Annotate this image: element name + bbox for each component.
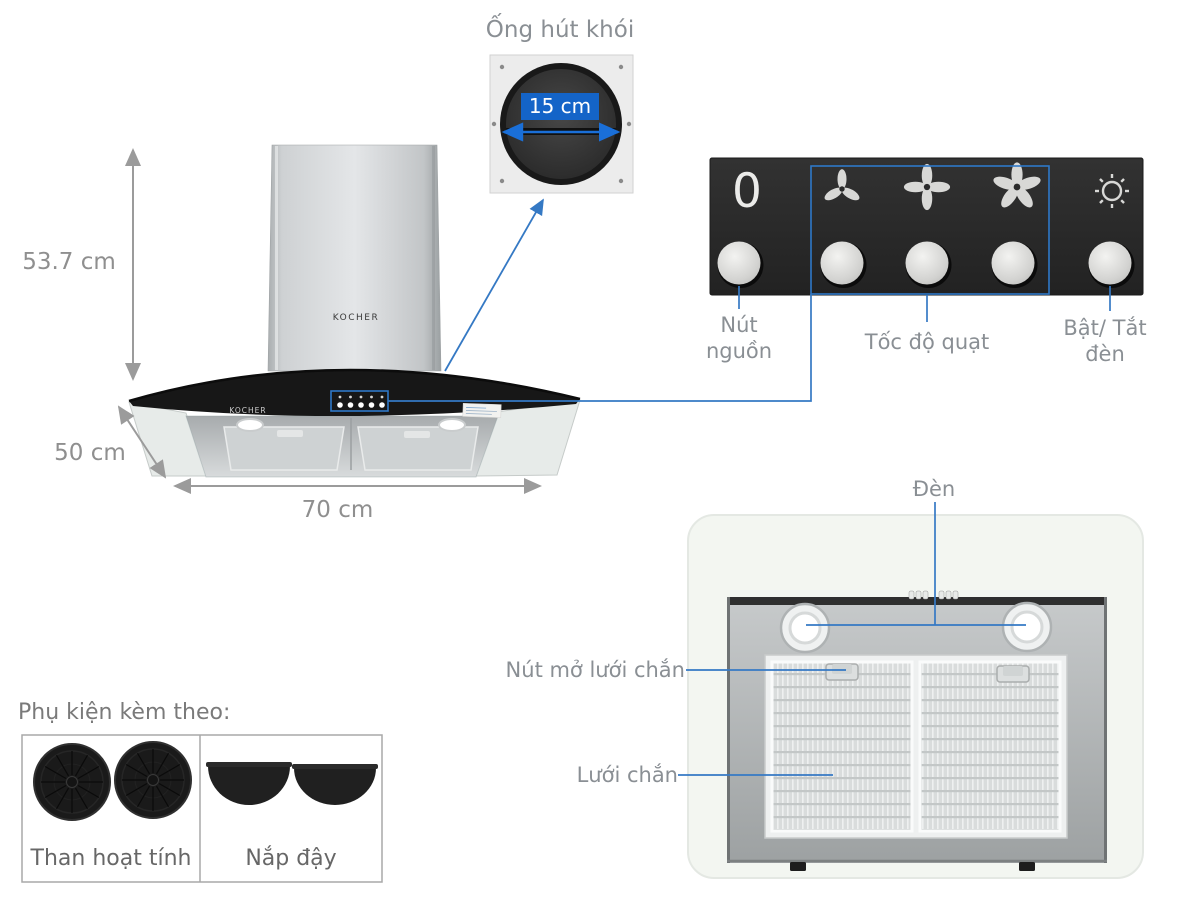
light-button-label: Bật/ Tắt đèn — [1063, 316, 1147, 367]
chimney-shade — [432, 146, 435, 370]
panel-buttons — [717, 241, 1135, 288]
fan-speed-2-icon — [903, 163, 951, 211]
filter-label: Lưới chắn — [576, 763, 678, 787]
range-hood-front-view: KOCHER KOCHER — [128, 144, 581, 478]
control-panel-closeup: 0 — [388, 157, 1144, 402]
fan-speed-1-button — [820, 241, 864, 285]
grease-filter-left — [223, 426, 345, 471]
filter-release-label: Nút mở lưới chắn — [505, 658, 685, 682]
lamp-right — [1001, 601, 1053, 653]
light-icon — [1095, 174, 1129, 208]
panel-edge-left — [727, 597, 730, 863]
brand-logo-chimney: KOCHER — [333, 313, 380, 323]
foot-right — [1019, 862, 1035, 871]
depth-dimension-label: 50 cm — [54, 440, 126, 466]
fan-speed-3-icon — [993, 162, 1041, 208]
dimension-arrows — [117, 148, 542, 494]
glass-top-edge — [128, 368, 581, 403]
power-off-symbol: 0 — [732, 164, 762, 219]
height-dimension-label: 53.7 cm — [22, 249, 116, 275]
bottom-view-leader-lines — [678, 502, 1026, 776]
carbon-filter-disc-1 — [33, 743, 111, 821]
panel-top-strip — [727, 597, 1107, 605]
mesh-filter-left — [770, 660, 914, 833]
hood-button-cluster — [337, 395, 385, 408]
panel-leader-lines — [738, 286, 1111, 322]
duct-title: Ống hút khói — [485, 17, 635, 43]
carbon-filter-disc-2 — [114, 741, 192, 819]
chimney — [267, 144, 442, 372]
cover-cap-1 — [206, 762, 292, 805]
duct-opening — [506, 69, 616, 179]
fan-speed-label: Tốc độ quạt — [864, 330, 990, 354]
lamp-label: Đèn — [912, 477, 956, 501]
width-dimension-label: 70 cm — [301, 497, 374, 523]
light-button — [1088, 241, 1132, 285]
hood-lamp-left — [236, 418, 264, 432]
hood-bottom-view — [678, 502, 1144, 879]
mesh-filter-right — [918, 660, 1062, 833]
foot-left — [790, 862, 806, 871]
filter-handle-left — [277, 430, 303, 437]
duct-diameter-badge: 15 cm — [521, 93, 599, 120]
fan-speed-2-button — [905, 241, 949, 285]
accessories-box — [21, 734, 383, 883]
duct-callout-arrow — [444, 198, 544, 372]
rating-sticker — [462, 403, 502, 418]
cover-cap-2 — [292, 764, 378, 805]
filter-latch-left — [825, 663, 859, 681]
hood-lamp-right — [438, 418, 466, 432]
panel-connector-line — [388, 294, 812, 402]
depth-dimension-arrow — [117, 405, 167, 479]
lamp-left — [779, 602, 831, 654]
power-button — [717, 241, 761, 285]
accessory-label-cap: Nắp đậy — [245, 846, 337, 871]
accessories-heading: Phụ kiện kèm theo: — [18, 700, 231, 725]
filter-latch-right — [996, 665, 1030, 683]
fan-speed-highlight-box — [810, 165, 1050, 295]
control-band — [129, 369, 580, 417]
filter-handle-right — [404, 431, 430, 438]
plate-screws — [491, 64, 632, 184]
power-button-label: Nút nguồn — [705, 313, 773, 364]
vent-tabs — [908, 590, 959, 600]
grease-filter-right — [357, 426, 479, 471]
fan-speed-3-button — [991, 241, 1035, 285]
accessory-label-carbon: Than hoạt tính — [30, 846, 192, 871]
fan-speed-1-icon — [824, 169, 860, 201]
brand-logo-band: KOCHER — [229, 406, 266, 415]
chimney-highlight — [275, 146, 278, 370]
panel-edge-right — [1104, 597, 1107, 863]
